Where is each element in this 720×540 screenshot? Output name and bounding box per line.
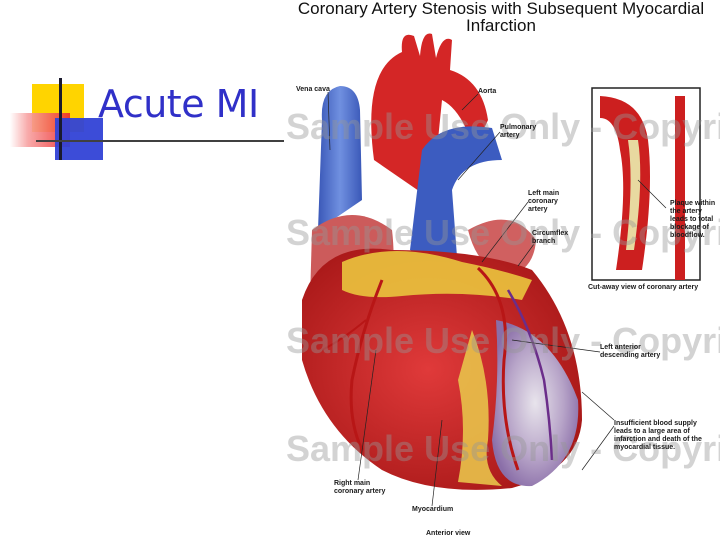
label-anterior-view: Anterior view xyxy=(426,530,471,537)
infarct-area-shape xyxy=(492,320,579,487)
inset-plaque-shape xyxy=(626,140,641,250)
label-vena-cava: Vena cava xyxy=(296,86,330,93)
label-left-anterior-descending: Left anterior descending artery xyxy=(600,344,661,359)
inset-artery-shape xyxy=(600,96,650,270)
label-myocardium: Myocardium xyxy=(412,506,454,513)
illustration-title: Coronary Artery Stenosis with Subsequent… xyxy=(297,0,705,35)
label-aorta: Aorta xyxy=(478,88,497,95)
slide-title: Acute MI xyxy=(98,82,259,126)
decorative-blue-square xyxy=(55,118,103,160)
label-cutaway: Cut-away view of coronary artery xyxy=(588,284,699,291)
label-right-main-coronary-artery: Right main coronary artery xyxy=(334,480,386,495)
right-coronary-artery-shape xyxy=(349,279,384,451)
vena-cava-shape xyxy=(318,86,362,230)
leader-lines xyxy=(327,91,667,507)
heart-drawing xyxy=(302,33,701,507)
pulmonary-artery-shape xyxy=(410,126,502,270)
label-left-main-coronary-artery: Left main coronary artery xyxy=(528,190,560,213)
heart-illustration: Coronary Artery Stenosis with Subsequent… xyxy=(282,0,720,540)
label-infarction-note: Insufficient blood supply leads to a lar… xyxy=(614,420,702,451)
aorta-shape xyxy=(371,33,488,200)
fat-deposit-shape xyxy=(342,251,532,300)
decorative-vertical-line xyxy=(59,78,62,160)
label-pulmonary-artery: Pulmonary artery xyxy=(500,124,537,139)
lad-artery-shape xyxy=(476,266,520,471)
label-circumflex-branch: Circumflex branch xyxy=(532,230,569,245)
title-underline xyxy=(36,140,284,142)
label-plaque: Plaque within the artery leads to total … xyxy=(670,200,716,239)
